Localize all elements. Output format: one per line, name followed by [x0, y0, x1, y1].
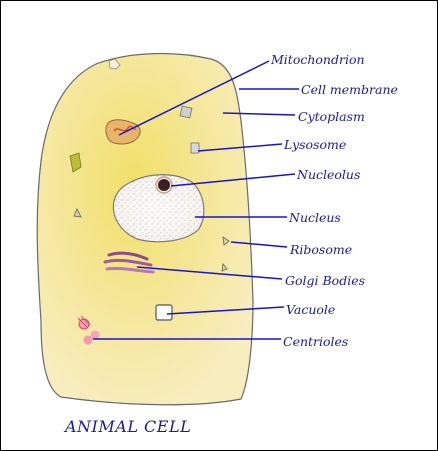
particle — [73, 208, 82, 218]
label-nucleus: Nucleus — [289, 210, 341, 225]
mitochondrion-organelle — [105, 119, 141, 145]
label-mitochondrion: Mitochondrion — [271, 52, 365, 67]
membrane-notch — [108, 58, 121, 70]
golgi-bodies-organelle — [103, 251, 155, 274]
ribosome-organelle — [222, 236, 230, 246]
green-granule — [69, 152, 82, 173]
label-ribosome: Ribosome — [290, 242, 353, 257]
label-cell-membrane: Cell membrane — [301, 82, 398, 97]
leader-ribosome — [230, 241, 288, 248]
leader-lysosome — [197, 143, 283, 152]
diagram-title: ANIMAL CELL — [65, 417, 192, 436]
nucleolus-organelle — [158, 179, 170, 191]
leader-golgi-bodies — [136, 266, 283, 280]
lysosome-organelle — [179, 105, 200, 154]
vacuole-organelle — [155, 304, 173, 321]
label-cytoplasm: Cytoplasm — [298, 109, 365, 124]
centrioles-organelle — [77, 315, 100, 345]
label-lysosome: Lysosome — [284, 137, 347, 152]
leader-mitochondrion — [118, 60, 270, 136]
label-golgi-bodies: Golgi Bodies — [285, 273, 366, 288]
label-nucleolus: Nucleolus — [297, 167, 361, 182]
leader-nucleolus — [170, 173, 296, 187]
leader-lines — [93, 60, 299, 340]
leader-cytoplasm — [222, 112, 296, 116]
particle — [221, 263, 228, 272]
nucleus-organelle — [112, 174, 205, 243]
label-centrioles: Centrioles — [283, 334, 349, 349]
leader-vacuole — [166, 306, 285, 315]
label-vacuole: Vacuole — [286, 302, 336, 317]
